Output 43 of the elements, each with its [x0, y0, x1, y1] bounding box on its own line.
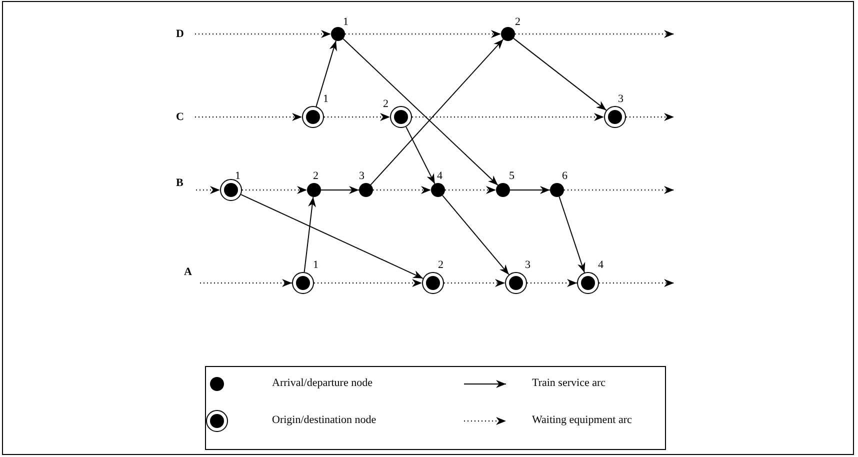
- dotted-arrow: [444, 279, 506, 287]
- row-label: B: [176, 177, 184, 189]
- dotted-arrow: [196, 186, 220, 194]
- legend-text: Train service arc: [532, 377, 606, 389]
- node-number: 4: [598, 259, 604, 271]
- dotted-arrow: [200, 279, 292, 287]
- arrow: [510, 186, 550, 194]
- row-label: A: [184, 266, 192, 278]
- arrow: [558, 196, 586, 274]
- legend-text: Origin/destination node: [272, 414, 376, 426]
- arrow: [316, 40, 337, 107]
- arrow: [304, 196, 316, 273]
- node-number: 2: [515, 16, 520, 28]
- node-number: 1: [313, 259, 318, 271]
- dotted-arrow: [564, 186, 674, 194]
- node-number: 2: [383, 98, 388, 110]
- legend-text: Waiting equipment arc: [532, 414, 632, 426]
- node-number: 3: [618, 93, 624, 105]
- arrow: [406, 126, 436, 184]
- arrow: [240, 194, 424, 279]
- dotted-arrow: [194, 30, 332, 38]
- row-label: C: [176, 111, 184, 123]
- arrow: [342, 38, 498, 186]
- dotted-arrow: [194, 113, 302, 121]
- arrow: [320, 186, 360, 194]
- dotted-arrow: [526, 279, 578, 287]
- node-number: 4: [437, 170, 442, 182]
- node-number: 1: [343, 16, 348, 28]
- node-number: 1: [323, 93, 328, 105]
- node-number: 5: [509, 170, 514, 182]
- dotted-arrow: [372, 186, 432, 194]
- node-number: 3: [525, 259, 530, 271]
- node-number: 6: [562, 170, 568, 182]
- dotted-arrow: [242, 186, 308, 194]
- legend-text: Arrival/departure node: [272, 377, 372, 389]
- node-number: 1: [235, 170, 240, 182]
- row-label: D: [176, 28, 184, 40]
- node-number: 2: [438, 259, 444, 271]
- arrow: [442, 194, 510, 276]
- node-number: 3: [359, 170, 364, 182]
- arrow: [513, 38, 607, 111]
- node-number: 2: [313, 170, 318, 182]
- arrow: [370, 38, 504, 186]
